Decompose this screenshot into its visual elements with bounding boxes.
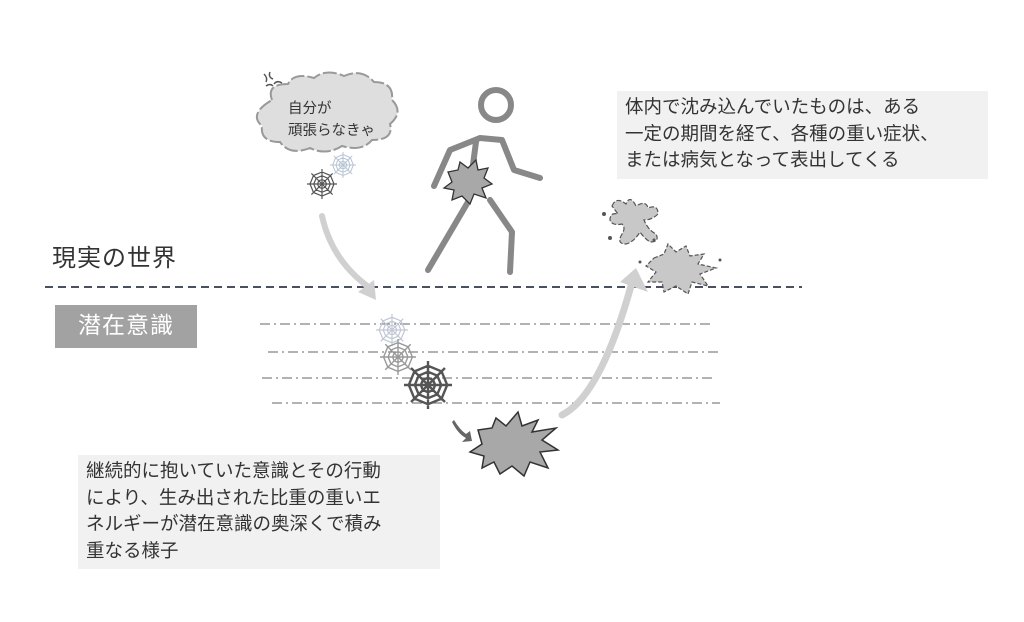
note-line: 体内で沈み込んでいたものは、ある [625, 97, 921, 118]
spider-web-icon [376, 314, 408, 346]
energy-burst [468, 410, 561, 478]
note-line: 一定の期間を経て、各種の重い症状、 [625, 123, 939, 145]
splat-burst [645, 242, 719, 295]
rise-arrow [558, 271, 638, 419]
spider-web-icon [307, 169, 337, 199]
pain-burst [442, 158, 494, 206]
spider-web-icon [380, 339, 416, 375]
thought-text: 自分が 頑張らなきゃ [288, 98, 375, 142]
spider-web-icon [404, 361, 452, 409]
small-arrow [452, 420, 472, 442]
sink-arrowhead [358, 280, 376, 300]
subconscious-label: 潜在意識 [55, 305, 197, 348]
note-line: または病気となって表出してくる [625, 150, 900, 171]
note-line: 継続的に抱いていた意識とその行動 [86, 461, 381, 482]
splat-dots [602, 212, 722, 264]
symptom-note: 体内で沈み込んでいたものは、ある 一定の期間を経て、各種の重い症状、 または病気… [617, 91, 988, 179]
rise-arrowhead [620, 268, 648, 292]
splat-shape [609, 198, 659, 245]
thought-cloud [255, 71, 399, 153]
accumulation-note: 継続的に抱いていた意識とその行動 により、生み出された比重の重いエ ネルギーが潜… [78, 455, 440, 569]
real-world-label: 現実の世界 [52, 244, 177, 272]
walking-person-icon [425, 87, 543, 275]
spider-web-icon [330, 152, 356, 178]
anger-icon [263, 71, 283, 87]
subconscious-layers [260, 323, 720, 404]
thought-line: 自分が [288, 101, 332, 117]
note-line: により、生み出された比重の重いエ [86, 487, 381, 509]
note-line: ネルギーが潜在意識の奥深くで積み [86, 514, 382, 535]
note-line: 重なる様子 [86, 540, 179, 562]
thought-line: 頑張らなきゃ [288, 123, 375, 139]
sink-arrow [319, 213, 373, 291]
